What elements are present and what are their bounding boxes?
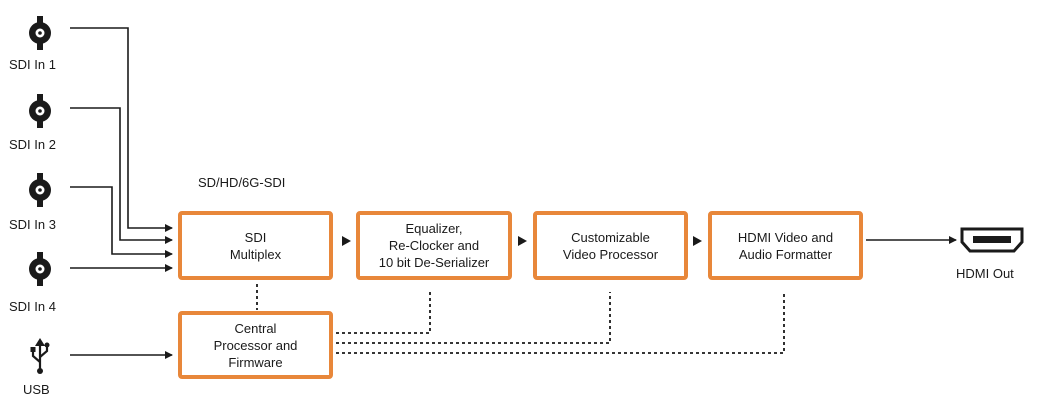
sdi-in-3-label: SDI In 3	[9, 217, 56, 232]
sdi-in-3-line	[70, 186, 173, 258]
equalizer-text: Equalizer, Re-Clocker and 10 bit De-Seri…	[378, 221, 490, 270]
sdi-in-4-label: SDI In 4	[9, 299, 56, 314]
hdmi-formatter-block: HDMI Video and Audio Formatter	[708, 211, 863, 280]
video-processor-text: Customizable Video Processor	[562, 229, 659, 262]
control-line-video-processor	[336, 292, 611, 344]
bnc-connector-icon	[29, 16, 51, 50]
sdi-in-2-line	[70, 107, 173, 244]
hdmi-formatter-text: HDMI Video and Audio Formatter	[737, 229, 834, 262]
flow-arrow-1	[342, 236, 351, 246]
sdi-in-1-line	[70, 27, 173, 232]
flow-arrow-3	[693, 236, 702, 246]
sdi-multiplex-text: SDI Multiplex	[229, 229, 282, 262]
sdi-in-1-label: SDI In 1	[9, 57, 56, 72]
sdi-standard-label: SD/HD/6G-SDI	[198, 175, 286, 190]
central-processor-text: Central Processor and Firmware	[213, 320, 298, 370]
sdi-multiplex-block: SDI Multiplex	[178, 211, 333, 280]
bnc-connector-icon	[29, 94, 51, 128]
bnc-connector-icon	[29, 173, 51, 207]
equalizer-block: Equalizer, Re-Clocker and 10 bit De-Seri…	[356, 211, 512, 280]
bnc-connector-icon	[29, 252, 51, 286]
hdmi-out-label: HDMI Out	[956, 266, 1014, 281]
flow-arrow-2	[518, 236, 527, 246]
control-line-hdmi-formatter	[336, 292, 785, 354]
control-line-equalizer	[336, 292, 431, 334]
central-processor-block: Central Processor and Firmware	[178, 311, 333, 379]
usb-icon	[30, 338, 50, 374]
sdi-in-2-label: SDI In 2	[9, 137, 56, 152]
video-processor-block: Customizable Video Processor	[533, 211, 688, 280]
usb-label: USB	[23, 382, 50, 397]
hdmi-port-icon	[960, 227, 1024, 253]
